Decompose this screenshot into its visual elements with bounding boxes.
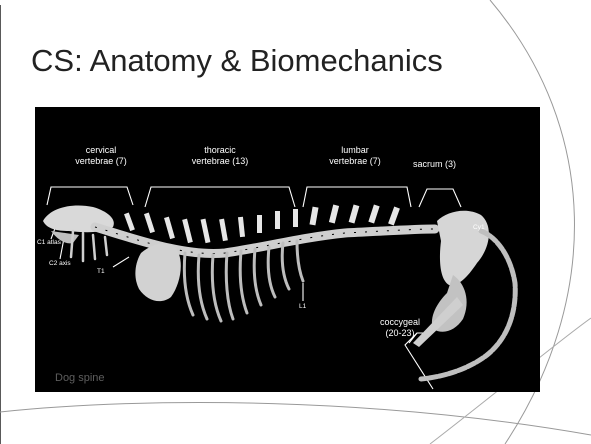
label-c1-atlas: C1 atlas (37, 239, 61, 247)
label-cy1: Cy1 (473, 224, 485, 232)
label-coccygeal: coccygeal (20-23) (365, 317, 435, 339)
label-coccygeal-line1: coccygeal (365, 317, 435, 328)
label-lumbar-line2: vertebrae (7) (320, 156, 390, 167)
label-lumbar-line1: lumbar (320, 145, 390, 156)
label-cervical: cervical vertebrae (7) (71, 145, 131, 167)
label-c2-axis: C2 axis (49, 260, 71, 268)
label-coccygeal-line2: (20-23) (365, 328, 435, 339)
label-thoracic-line2: vertebrae (13) (180, 156, 260, 167)
label-lumbar: lumbar vertebrae (7) (320, 145, 390, 167)
label-cervical-line2: vertebrae (7) (71, 156, 131, 167)
label-thoracic-line1: thoracic (180, 145, 260, 156)
label-thoracic: thoracic vertebrae (13) (180, 145, 260, 167)
label-l1: L1 (299, 303, 306, 311)
label-t1: T1 (97, 268, 105, 276)
dog-spine-figure: cervical vertebrae (7) thoracic vertebra… (35, 107, 540, 392)
figure-caption: Dog spine (55, 373, 105, 384)
label-sacrum: sacrum (3) (413, 159, 456, 170)
label-cervical-line1: cervical (71, 145, 131, 156)
slide-title: CS: Anatomy & Biomechanics (31, 43, 443, 79)
